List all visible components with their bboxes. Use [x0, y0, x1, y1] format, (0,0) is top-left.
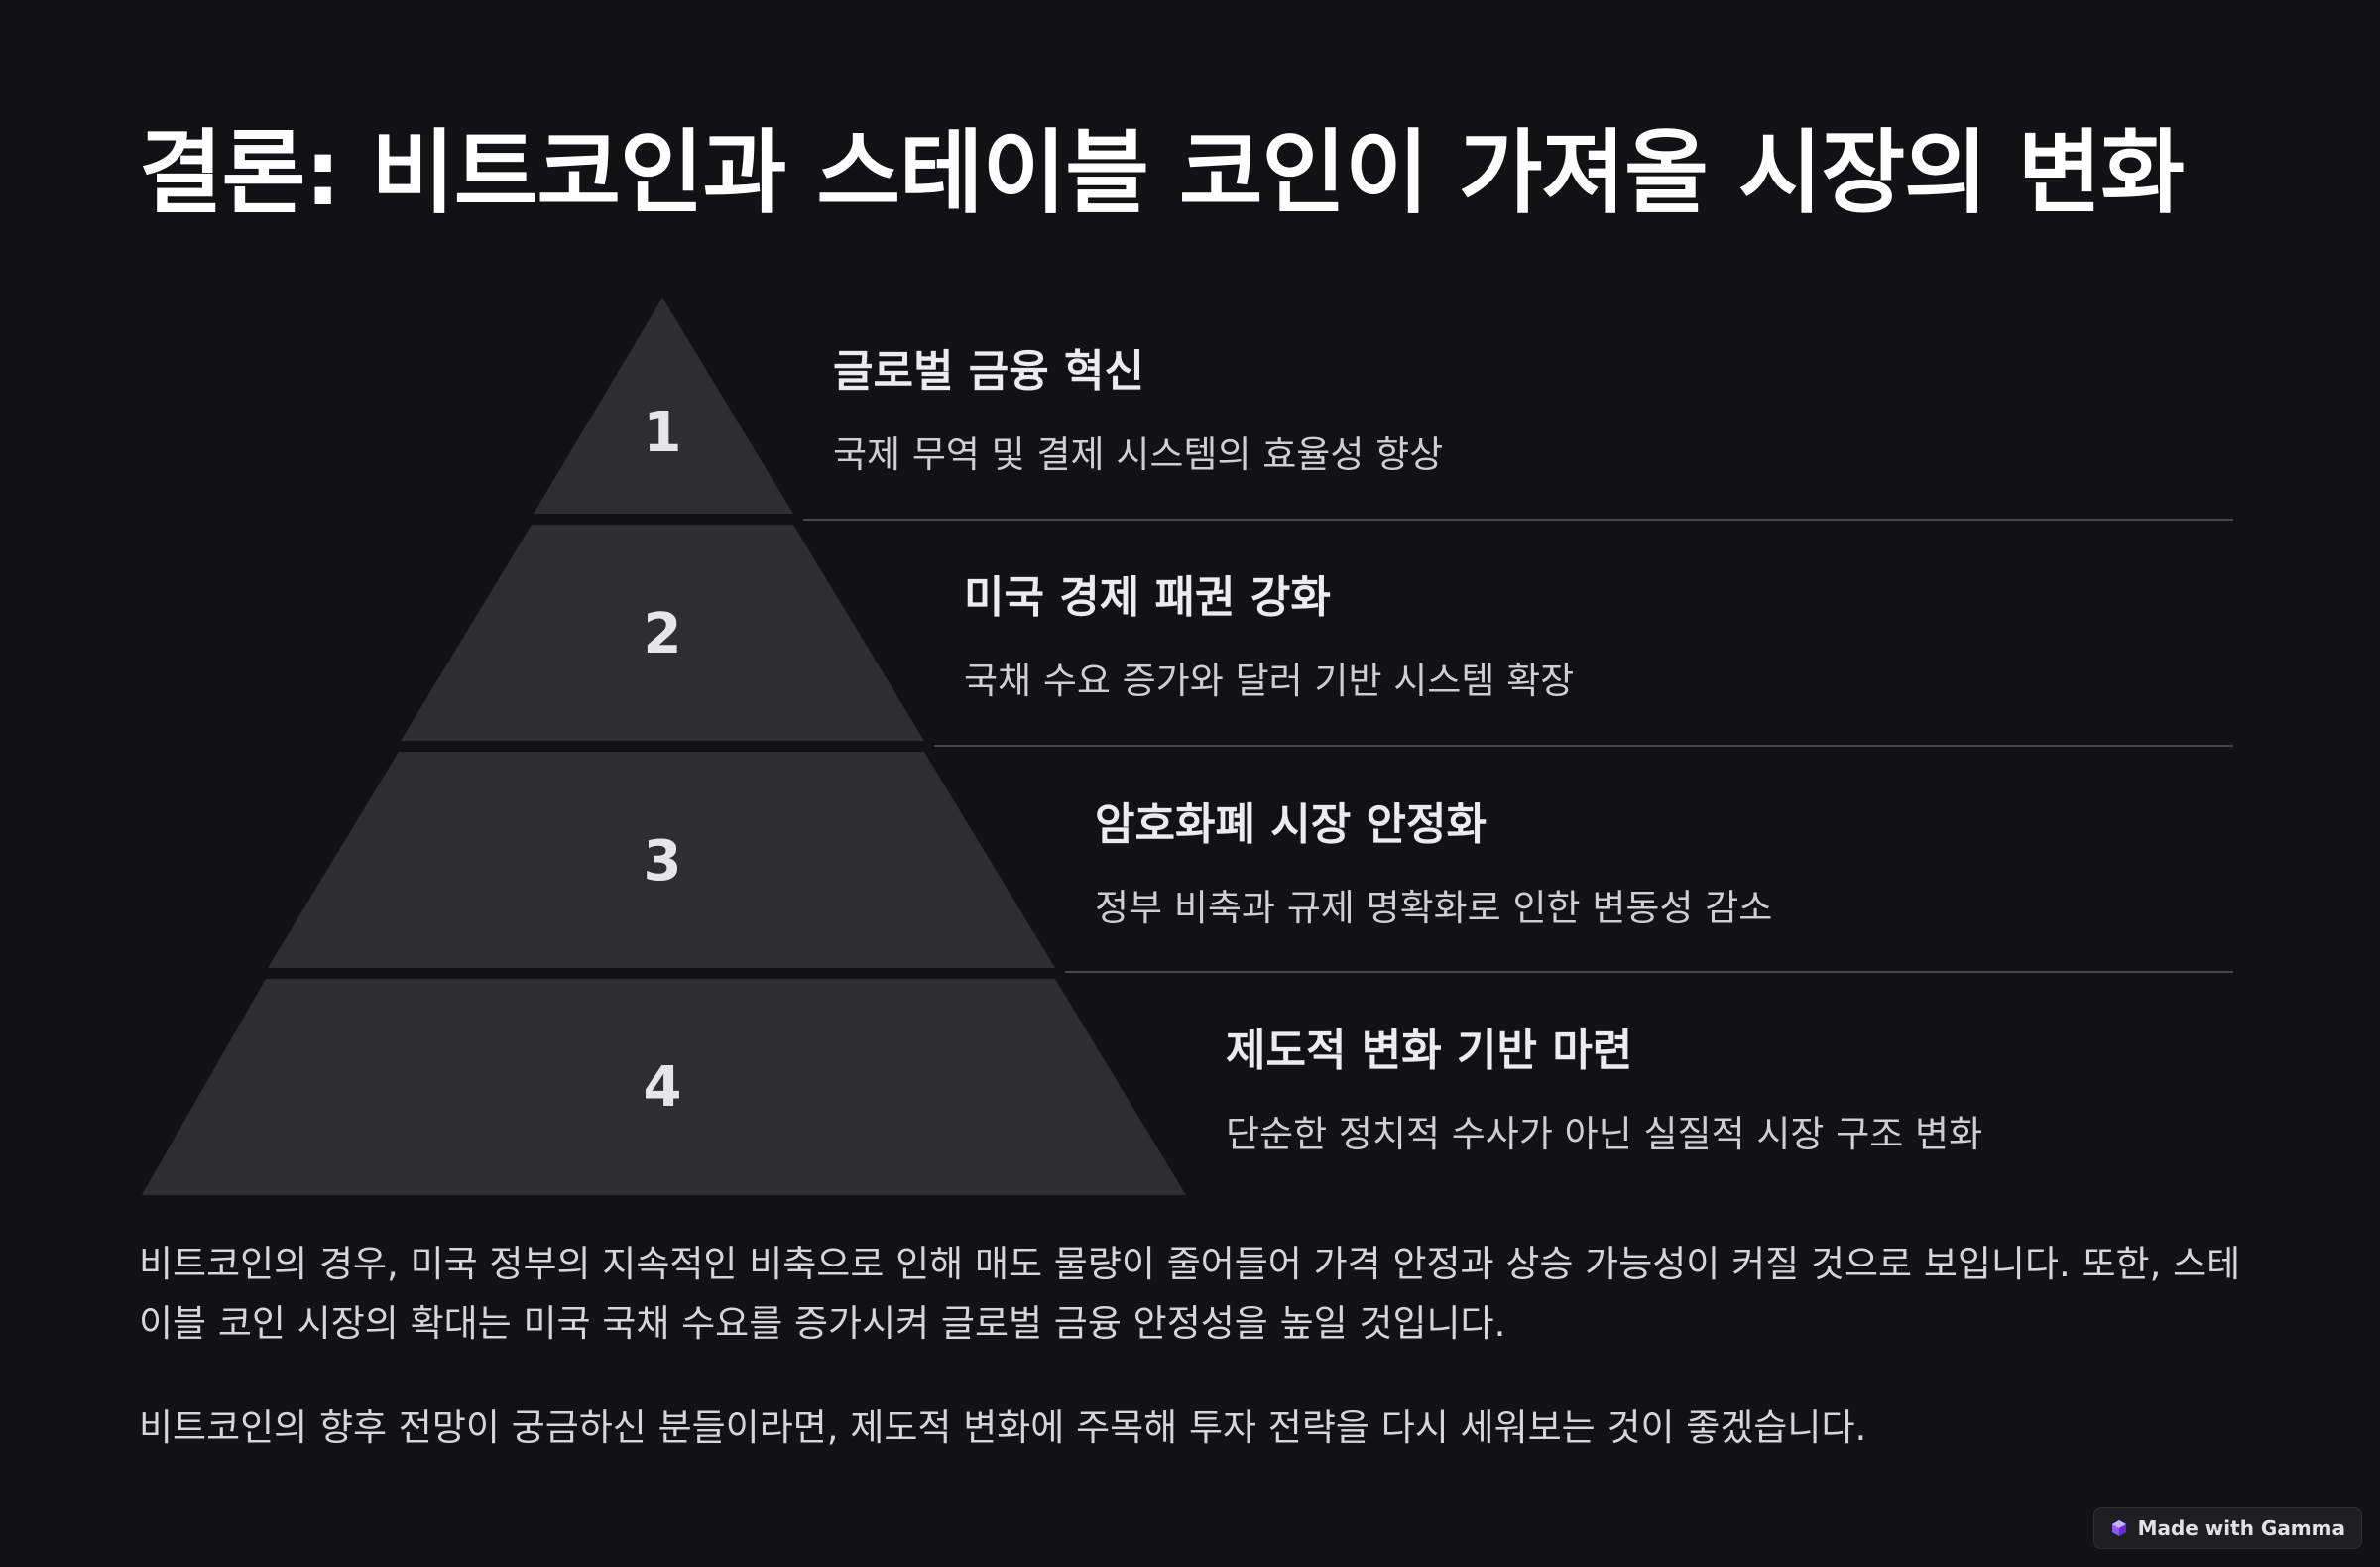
slide-title: 결론: 비트코인과 스테이블 코인이 가져올 시장의 변화: [139, 120, 2185, 226]
tier-4-description: 단순한 정치적 수사가 아닌 실질적 시장 구조 변화: [1226, 1113, 1983, 1155]
badge-label: Made with Gamma: [2137, 1516, 2345, 1540]
tier-1-text: 글로벌 금융 혁신 국제 무역 및 결제 시스템의 효율성 향상: [833, 335, 1443, 478]
pyramid-tier-1-shape: [534, 298, 793, 514]
tier-2-description: 국채 수요 증가와 달러 기반 시스템 확장: [964, 660, 1575, 702]
tier-2-text: 미국 경제 패권 강화 국채 수요 증가와 달러 기반 시스템 확장: [964, 561, 1574, 704]
pyramid-tier-4: 4: [142, 979, 1186, 1195]
tier-divider-1: [803, 519, 2233, 521]
pyramid-tier-2: 2: [401, 525, 924, 741]
gamma-logo-icon: [2111, 1520, 2126, 1536]
conclusion-paragraph-1: 비트코인의 경우, 미국 정부의 지속적인 비축으로 인해 매도 물량이 줄어들…: [139, 1243, 2241, 1345]
tier-3-number: 3: [644, 829, 682, 894]
pyramid-tier-2-shape: [401, 525, 924, 741]
pyramid-tier-3-shape: [268, 752, 1055, 968]
tier-1-number: 1: [644, 401, 682, 465]
tier-3-heading: 암호화폐 시장 안정화: [1095, 799, 1487, 850]
pyramid-tier-4-shape: [142, 979, 1186, 1195]
tier-divider-2: [934, 745, 2233, 747]
tier-2-number: 2: [644, 602, 682, 666]
pyramid-tier-3: 3: [268, 752, 1055, 968]
tier-1-heading: 글로벌 금융 혁신: [833, 346, 1144, 397]
pyramid-tier-1: 1: [534, 298, 793, 514]
tier-2-heading: 미국 경제 패권 강화: [964, 572, 1331, 623]
tier-4-text: 제도적 변화 기반 마련 단순한 정치적 수사가 아닌 실질적 시장 구조 변화: [1226, 1015, 1982, 1157]
conclusion-paragraph-2: 비트코인의 향후 전망이 궁금하신 분들이라면, 제도적 변화에 주목해 투자 …: [139, 1406, 1867, 1449]
tier-1-description: 국제 무역 및 결제 시스템의 효율성 향상: [833, 433, 1444, 476]
tier-divider-3: [1065, 971, 2233, 973]
tier-3-text: 암호화폐 시장 안정화 정부 비축과 규제 명확화로 인한 변동성 감소: [1095, 788, 1772, 931]
tier-3-description: 정부 비축과 규제 명확화로 인한 변동성 감소: [1095, 887, 1773, 929]
made-with-gamma-badge[interactable]: Made with Gamma: [2092, 1507, 2362, 1549]
tier-4-heading: 제도적 변화 기반 마련: [1226, 1025, 1633, 1076]
tier-4-number: 4: [644, 1055, 682, 1120]
pyramid-diagram: 1 2 3 4: [142, 298, 1186, 1195]
